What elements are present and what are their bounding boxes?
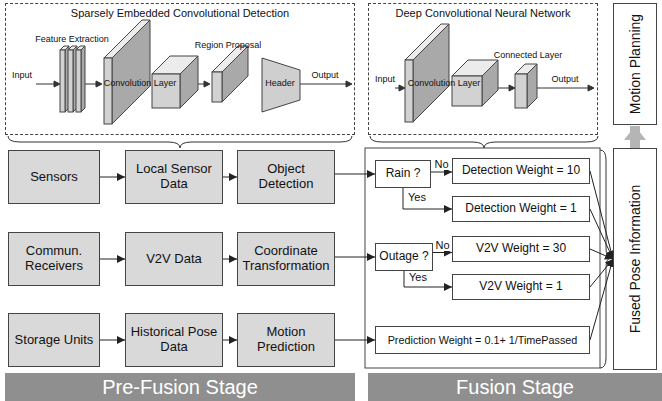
process-box: V2V Data [125, 232, 223, 286]
node-text: Fused Pose Information [627, 185, 643, 334]
weight-box: V2V Weight = 30 [452, 236, 590, 262]
connector [404, 271, 452, 287]
connector [335, 257, 375, 258]
node-text: Local Sensor Data [129, 162, 219, 192]
node-text: Fusion Stage [456, 376, 574, 399]
connector [100, 259, 125, 260]
layer-label: Header [265, 78, 295, 88]
connector [590, 259, 613, 287]
connector [223, 340, 237, 341]
layer-block [76, 46, 85, 112]
process-box: Historical Pose Data [125, 313, 223, 367]
node-text: Prediction Weight = 0.1+ 1/TimePassed [388, 334, 578, 346]
stage-band: Fusion Stage [368, 373, 662, 401]
layer-label: Convolution Layer [408, 78, 481, 88]
edge-label: No [435, 239, 451, 251]
edge-label: Yes [408, 271, 428, 283]
node-text: Detection Weight = 1 [465, 202, 577, 216]
connector [335, 340, 375, 341]
layer-label: Convolution Layer [104, 78, 177, 88]
node-text: Historical Pose Data [129, 325, 219, 355]
connector [433, 252, 452, 253]
layer-block [515, 64, 537, 108]
connector [590, 171, 613, 259]
dashed-group: Sparsely Embedded Convolutional Detectio… [5, 3, 355, 135]
connector [590, 249, 613, 259]
node-text: Coordinate Transformation [241, 244, 331, 274]
output-box: Fused Pose Information [613, 148, 657, 370]
node-text: Sensors [30, 170, 78, 185]
node-text: Outage ? [379, 250, 428, 264]
process-box: Motion Prediction [237, 313, 335, 367]
connector [590, 209, 613, 259]
layer-block [104, 20, 150, 124]
node-text: Storage Units [15, 333, 94, 348]
process-box: Coordinate Transformation [237, 232, 335, 286]
layer-label: Input [12, 70, 32, 80]
layer-block [212, 46, 248, 102]
header-block [262, 58, 300, 112]
node-text: Object Detection [241, 162, 331, 192]
node-text: Commun. Receivers [12, 244, 96, 274]
edge-label: No [434, 158, 450, 170]
weight-box: Detection Weight = 1 [452, 196, 590, 222]
layer-label: Output [551, 74, 578, 84]
node-text: Detection Weight = 10 [462, 164, 580, 178]
layer-label: Connected Layer [494, 50, 563, 60]
node-text: V2V Data [146, 252, 202, 267]
process-box: Object Detection [237, 150, 335, 204]
dashed-group: Deep Convolutional Neural Network [368, 3, 598, 135]
bracket [8, 136, 611, 368]
node-text: Rain ? [386, 167, 421, 181]
source-box: Sensors [8, 150, 100, 204]
connector [403, 188, 452, 209]
layer-label: Output [311, 70, 338, 80]
group-title: Deep Convolutional Neural Network [396, 7, 571, 20]
process-box: Local Sensor Data [125, 150, 223, 204]
edge-label: Yes [407, 191, 427, 203]
layer-label: Input [375, 74, 395, 84]
output-box: Motion Planning [613, 3, 657, 125]
block-arrow [630, 126, 640, 148]
connector [223, 177, 237, 178]
connector [431, 172, 452, 173]
fusion-frame [365, 148, 600, 368]
source-box: Storage Units [8, 313, 100, 367]
layer-label: Region Proposal [195, 40, 262, 50]
group-title: Sparsely Embedded Convolutional Detectio… [71, 7, 289, 20]
connector [335, 174, 375, 175]
node-text: V2V Weight = 30 [476, 242, 566, 256]
decision-box: Outage ? [375, 243, 433, 271]
node-text: V2V Weight = 1 [479, 280, 563, 294]
decision-box: Rain ? [375, 160, 431, 188]
node-text: Motion Prediction [241, 325, 331, 355]
node-text: Pre-Fusion Stage [102, 376, 258, 399]
layer-label: Feature Extraction [35, 34, 109, 44]
source-box: Commun. Receivers [8, 232, 100, 286]
node-text: Motion Planning [627, 14, 643, 114]
connector [223, 259, 237, 260]
layer-block [405, 24, 449, 122]
weight-box: V2V Weight = 1 [452, 274, 590, 300]
connector [100, 177, 125, 178]
connector [100, 340, 125, 341]
weight-box: Detection Weight = 10 [452, 158, 590, 184]
weight-box: Prediction Weight = 0.1+ 1/TimePassed [375, 326, 590, 354]
stage-band: Pre-Fusion Stage [5, 373, 355, 401]
connector [590, 259, 613, 340]
